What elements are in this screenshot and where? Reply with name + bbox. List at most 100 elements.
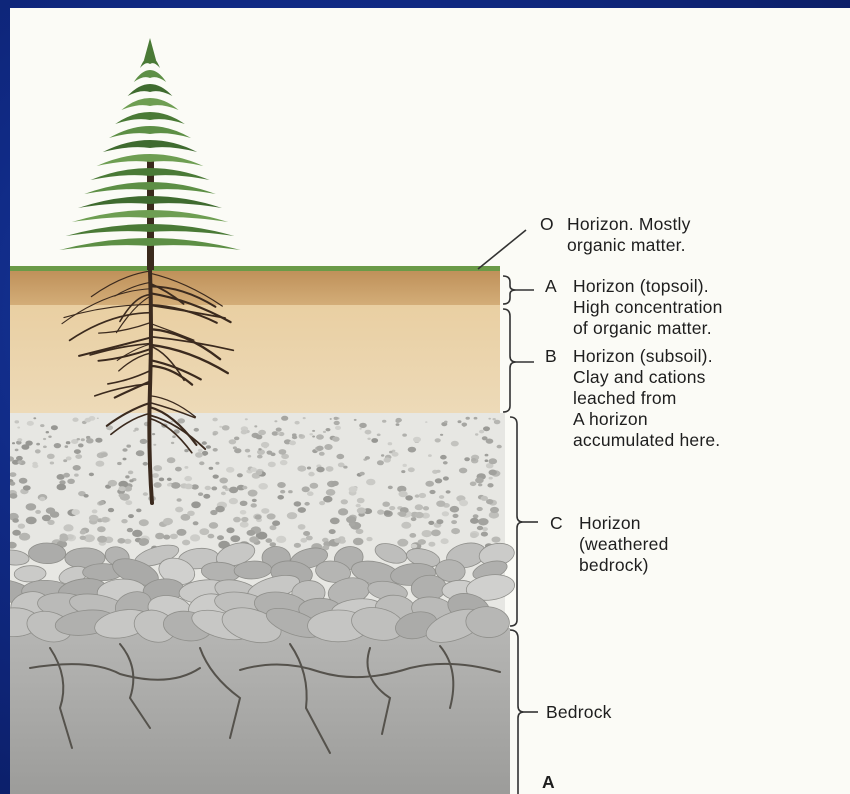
pebble bbox=[371, 438, 378, 443]
pebble bbox=[27, 421, 34, 426]
pebble bbox=[336, 454, 344, 459]
pebble bbox=[272, 520, 280, 526]
pebble bbox=[294, 543, 301, 548]
pebble bbox=[329, 529, 336, 534]
pebble bbox=[155, 533, 164, 540]
pebble bbox=[78, 443, 84, 447]
pebble bbox=[382, 502, 390, 507]
pebble bbox=[411, 544, 417, 549]
pebble bbox=[170, 534, 178, 540]
pebble bbox=[185, 484, 193, 490]
pebble bbox=[208, 534, 215, 539]
pebble bbox=[411, 517, 417, 521]
pebble bbox=[483, 426, 490, 431]
pebble bbox=[98, 501, 104, 505]
pebble bbox=[365, 430, 372, 435]
pebble bbox=[479, 430, 484, 434]
pebble bbox=[486, 499, 493, 504]
b-horizon-label: Horizon (subsoil). Clay and cations leac… bbox=[573, 346, 720, 451]
pebble bbox=[419, 493, 426, 498]
pebble bbox=[199, 461, 204, 465]
pebble bbox=[97, 526, 106, 532]
pebble bbox=[255, 515, 262, 520]
pebble bbox=[450, 506, 459, 513]
pebble bbox=[211, 486, 217, 490]
pebble bbox=[474, 417, 478, 420]
pebble bbox=[15, 449, 19, 452]
pebble bbox=[152, 433, 155, 435]
pebble bbox=[85, 418, 92, 423]
pebble bbox=[234, 437, 239, 441]
pebble bbox=[489, 458, 498, 464]
pebble bbox=[153, 444, 156, 446]
pebble bbox=[101, 452, 108, 457]
pebble bbox=[299, 434, 303, 437]
pebble bbox=[127, 528, 133, 532]
pebble bbox=[247, 530, 256, 536]
pebble bbox=[190, 534, 200, 541]
pebble bbox=[442, 511, 449, 516]
pebble bbox=[359, 472, 364, 476]
pebble bbox=[222, 425, 230, 430]
pebble bbox=[66, 441, 71, 444]
pebble bbox=[219, 426, 222, 428]
pebble bbox=[242, 486, 247, 490]
pebble bbox=[195, 452, 203, 458]
pebble bbox=[19, 533, 30, 541]
pebble bbox=[357, 507, 366, 513]
pine-tree bbox=[59, 38, 240, 270]
pebble bbox=[335, 426, 341, 430]
pebble bbox=[357, 498, 365, 504]
pebble bbox=[159, 478, 164, 482]
pebble bbox=[277, 482, 286, 488]
pebble bbox=[15, 420, 20, 423]
pebble bbox=[256, 435, 263, 440]
pebble bbox=[152, 473, 159, 478]
pebble bbox=[132, 530, 142, 537]
pebble bbox=[478, 483, 482, 486]
pebble bbox=[399, 491, 408, 497]
pebble bbox=[316, 467, 324, 473]
pebble bbox=[187, 511, 195, 516]
pebble bbox=[392, 452, 399, 457]
pebble bbox=[128, 471, 133, 475]
pebble bbox=[440, 434, 443, 436]
pebble bbox=[471, 458, 476, 461]
pebble bbox=[206, 445, 211, 449]
pebble bbox=[304, 502, 309, 506]
pebble bbox=[35, 449, 41, 453]
pebble bbox=[213, 448, 218, 452]
o-leader-line bbox=[478, 230, 526, 269]
pebble bbox=[63, 473, 70, 478]
pebble bbox=[77, 438, 80, 440]
pebble bbox=[43, 438, 46, 440]
pebble bbox=[497, 445, 502, 449]
pebble bbox=[422, 530, 432, 537]
foliage-tier bbox=[134, 70, 166, 82]
pebble bbox=[443, 476, 449, 480]
pebble bbox=[48, 436, 51, 438]
a-bracket bbox=[503, 276, 516, 304]
pebble bbox=[429, 490, 435, 494]
pebble bbox=[470, 482, 477, 487]
pebble bbox=[35, 510, 41, 514]
pebble bbox=[191, 501, 201, 508]
pebble bbox=[215, 462, 219, 465]
pebble bbox=[334, 417, 339, 420]
pebble bbox=[323, 431, 326, 433]
pebble bbox=[462, 423, 468, 427]
pebble bbox=[356, 504, 361, 508]
pebble bbox=[399, 512, 407, 517]
pebble bbox=[74, 474, 79, 477]
pebble bbox=[184, 476, 192, 481]
pebble bbox=[494, 420, 501, 425]
pebble bbox=[388, 486, 393, 490]
pebble bbox=[251, 503, 257, 507]
o-horizon-letter: O bbox=[540, 214, 554, 235]
pebble bbox=[292, 433, 297, 436]
pebble bbox=[23, 485, 31, 490]
pebble bbox=[384, 510, 391, 515]
pebble bbox=[436, 470, 440, 473]
pebble bbox=[233, 517, 241, 523]
pebble bbox=[171, 442, 174, 444]
